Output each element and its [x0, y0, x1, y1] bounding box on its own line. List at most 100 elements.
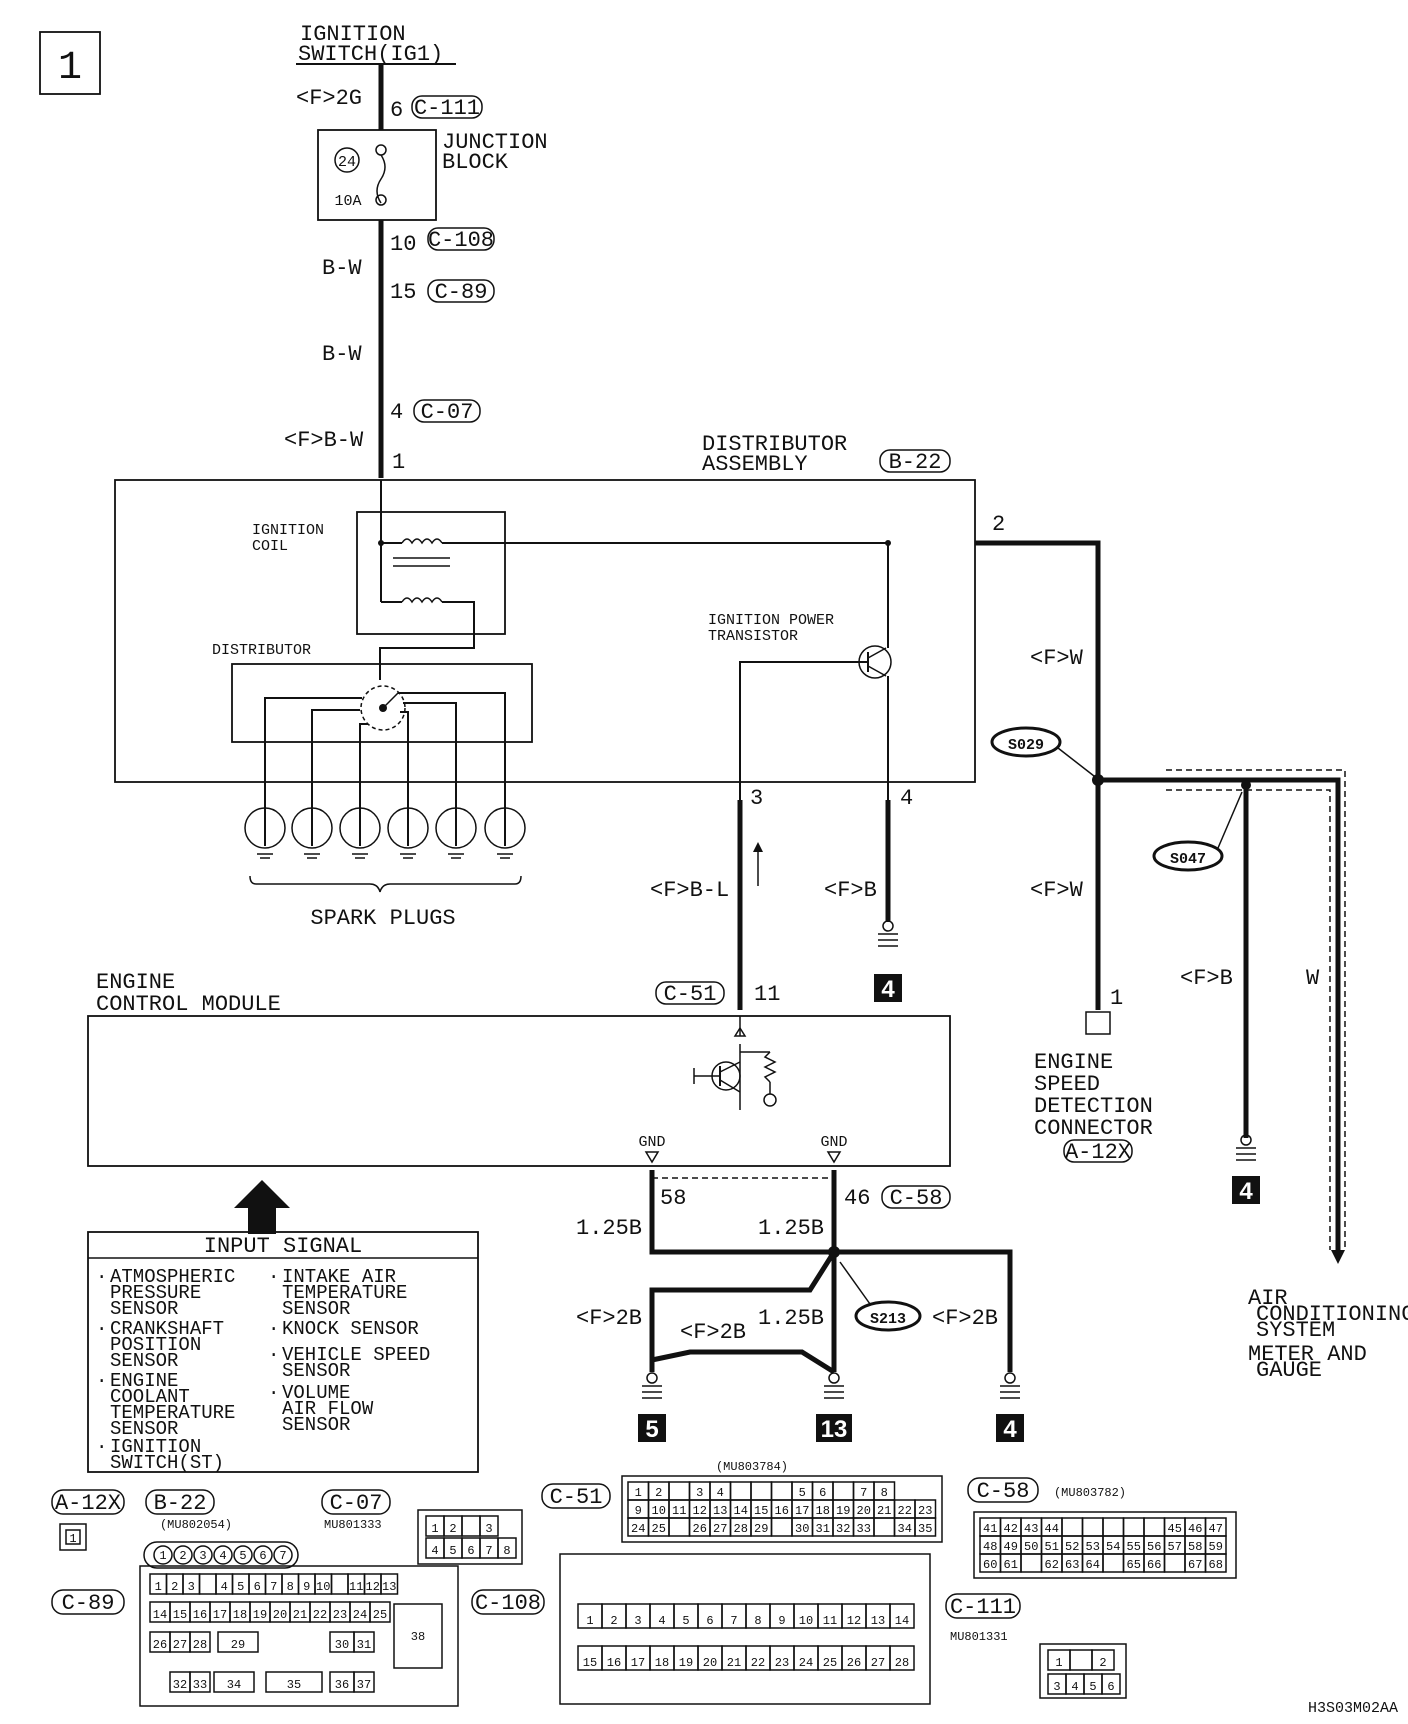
conn-b22-pin: 2 — [179, 1549, 186, 1563]
wire-color-f2g: <F>2G — [296, 86, 362, 111]
conn-b22-pin-circle — [173, 1545, 193, 1565]
conn-c89-pin: 4 — [221, 1580, 228, 1594]
conn-c89-pin: 31 — [357, 1638, 371, 1652]
conn-c58-cell — [1061, 1517, 1084, 1537]
conn-c07-cell — [479, 1515, 499, 1537]
spark-plugs-label: SPARK PLUGS — [310, 906, 455, 931]
wire-s213-to-ground4 — [834, 1249, 1013, 1372]
wire-color-w: W — [1306, 966, 1320, 991]
conn-c51-pin: 9 — [635, 1504, 642, 1518]
conn-c58-cell — [1143, 1517, 1166, 1537]
esd-label-3: DETECTION — [1034, 1094, 1153, 1119]
conn-b22-pin-circle — [273, 1545, 293, 1565]
conn-b22-pin-circle — [213, 1545, 233, 1565]
pin-1: 1 — [392, 450, 405, 475]
input-crank-1: CRANKSHAFT — [110, 1318, 224, 1340]
ignition-switch-label-1: IGNITION — [300, 22, 406, 47]
input-ect-1: ENGINE — [110, 1370, 178, 1392]
c58-pill — [881, 1185, 951, 1209]
conn-c89-cell — [369, 1601, 391, 1623]
input-signal-arrow — [234, 1180, 290, 1234]
conn-c51-pin: 2 — [655, 1486, 662, 1500]
conn-c51-pin: 11 — [672, 1504, 686, 1518]
junction-block — [317, 129, 437, 221]
conn-b22-pin: 3 — [199, 1549, 206, 1563]
ground-4-ecm: 4 — [1003, 1416, 1017, 1443]
conn-c89-pin: 18 — [233, 1608, 247, 1622]
pin-6: 6 — [390, 98, 403, 123]
svg-text:·: · — [268, 1344, 279, 1366]
conn-c51-pin: 35 — [918, 1522, 932, 1536]
input-signal-right-list: · INTAKE AIR TEMPERATURE SENSOR · KNOCK … — [268, 1266, 430, 1436]
transistor-junction-dot — [885, 540, 891, 546]
conn-c58-cell — [1102, 1553, 1125, 1573]
input-ign-2: SWITCH(ST) — [110, 1452, 224, 1474]
conn-c89-pin: 15 — [173, 1608, 187, 1622]
conn-c51-pin: 22 — [898, 1504, 912, 1518]
wire-color-f2b-2: <F>2B — [680, 1320, 746, 1345]
input-vss-1: VEHICLE SPEED — [282, 1344, 430, 1366]
conn-c51-pin: 28 — [734, 1522, 748, 1536]
conn-c51-cell — [668, 1517, 691, 1537]
ac-arrow — [1331, 1250, 1345, 1264]
conn-a12x-pin-box — [65, 1529, 81, 1545]
conn-c89-pin: 14 — [153, 1608, 167, 1622]
wire-58-to-s213 — [649, 1170, 834, 1255]
conn-c51-pin: 31 — [816, 1522, 830, 1536]
conn-c89-pin: 35 — [287, 1678, 301, 1692]
conn-c51-cell — [750, 1481, 773, 1501]
conn-c89-label: C-89 — [62, 1591, 115, 1616]
c111-pill — [411, 95, 483, 119]
conn-c51-cell — [873, 1517, 896, 1537]
conn-c89-pin: 8 — [287, 1580, 294, 1594]
input-crank-3: SENSOR — [110, 1350, 178, 1372]
conn-c108-pin: 8 — [754, 1614, 761, 1628]
ground-symbol-13 — [824, 1372, 844, 1399]
conn-a12x-label: A-12X — [55, 1491, 121, 1516]
conn-c58-pin: 65 — [1127, 1558, 1141, 1572]
s213-pointer — [839, 1261, 871, 1305]
conn-b22-pill — [145, 1489, 215, 1515]
conn-c51-pin: 8 — [881, 1486, 888, 1500]
pin-58: 58 — [660, 1186, 686, 1211]
conn-c07-label: C-07 — [330, 1491, 383, 1516]
conn-c07-pin: 1 — [431, 1522, 438, 1536]
conn-c58-pin: 66 — [1147, 1558, 1161, 1572]
transistor-collector — [867, 647, 887, 659]
conn-c89-pin: 21 — [293, 1608, 307, 1622]
dest-label-ac-2: CONDITIONING — [1256, 1302, 1408, 1327]
conn-c108-pill — [471, 1589, 545, 1615]
ground-symbol-right — [1236, 1134, 1256, 1161]
conn-c89-pin: 30 — [335, 1638, 349, 1652]
conn-c58-pin: 68 — [1209, 1558, 1223, 1572]
conn-c108-pin: 23 — [775, 1656, 789, 1670]
wire-transistor-base-to-pin3 — [739, 661, 868, 800]
conn-c58-cell — [1102, 1517, 1125, 1537]
conn-c89-big-pin: 38 — [411, 1630, 425, 1644]
distributor-assembly-box — [114, 479, 976, 783]
dest-label-ac-1: AIR — [1248, 1286, 1288, 1311]
dest-label-ac-3: SYSTEM — [1256, 1318, 1335, 1343]
input-vaf-1: VOLUME — [282, 1382, 350, 1404]
wire-color-fbw: <F>B-W — [284, 428, 364, 453]
conn-c108-pin: 24 — [799, 1656, 813, 1670]
conn-c108-pin: 12 — [847, 1614, 861, 1628]
ecm-box — [87, 1015, 951, 1167]
conn-c51-cell — [914, 1517, 937, 1537]
conn-b22-pin: 7 — [279, 1549, 286, 1563]
conn-c58-pin: 64 — [1086, 1558, 1100, 1572]
ignition-switch-label-2: SWITCH(IG1) — [298, 42, 443, 67]
esd-label-4: CONNECTOR — [1034, 1116, 1153, 1141]
gnd-arrow-58 — [644, 1151, 660, 1164]
conn-c51-label: C-51 — [550, 1485, 603, 1510]
conn-c111-cell — [1091, 1649, 1115, 1671]
b22-pill — [879, 449, 951, 473]
ground-symbol-pin4 — [878, 920, 898, 947]
s047-oval — [1152, 840, 1224, 872]
conn-c108-pin: 21 — [727, 1656, 741, 1670]
conn-b22-pin: 5 — [239, 1549, 246, 1563]
conn-c89-pin: 28 — [193, 1638, 207, 1652]
conn-c51-pin: 16 — [775, 1504, 789, 1518]
conn-a12x-pin: 1 — [69, 1532, 76, 1546]
